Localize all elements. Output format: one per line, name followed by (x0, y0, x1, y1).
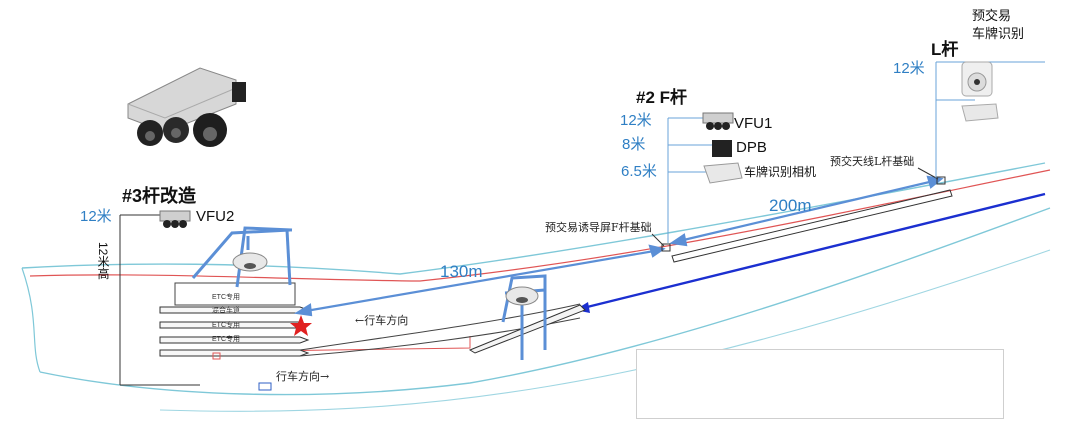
vfu2-camera-icon (159, 210, 191, 228)
screen-foundation-label: 预交易诱导屏F杆基础 (545, 221, 652, 234)
l-pole-plate-camera-icon (961, 103, 999, 122)
blank-panel (636, 349, 1004, 419)
pole-f-title: #2 F杆 (636, 88, 688, 107)
dpb-box-icon (712, 140, 732, 157)
pole-3-title: #3杆改造 (122, 186, 197, 206)
distance-130m-label: 130m (440, 262, 483, 281)
location-star-icon (290, 315, 312, 336)
pole-l-device-label: 预交易 车牌识别 (972, 8, 1025, 42)
pole-f-lines (667, 117, 712, 243)
pole-f-height-6-5: 6.5米 (621, 163, 657, 180)
road-outline-upper (21, 162, 1046, 275)
vfu1-camera-icon (702, 112, 734, 130)
pole-f-device-vfu1: VFU1 (734, 115, 773, 132)
direction-lower-label: 行车方向→ (276, 370, 330, 383)
foundation-markers (651, 167, 953, 263)
toll-lanes (159, 282, 586, 357)
pole-f-device-plate-camera: 车牌识别相机 (744, 165, 817, 179)
lane-label: ETC专用 (212, 292, 240, 301)
red-marker (212, 352, 221, 360)
road-outline-lower (39, 207, 1051, 396)
distance-200m-label: 200m (769, 196, 812, 215)
pole-3-tall-label: 12米高 (96, 242, 110, 280)
l-pole-dome-camera-icon (961, 61, 993, 97)
red-boundary-line (29, 169, 1051, 282)
road-outline-bottom (159, 249, 1051, 412)
pole-3-device-label: VFU2 (196, 208, 235, 225)
pole-f-height-8: 8米 (622, 136, 646, 153)
road-edge-left (21, 267, 41, 373)
plate-camera-icon (703, 162, 743, 184)
antenna-foundation-label: 预交天线L杆基础 (830, 155, 915, 168)
pole-3-height-label: 12米 (80, 208, 112, 225)
pole-3-frame (119, 214, 272, 391)
pole-f-height-12: 12米 (620, 112, 652, 129)
direction-upper-label: ←行车方向 (355, 314, 409, 327)
distance-arrow-130m (293, 244, 666, 317)
lane-label: 混合车道 (212, 305, 240, 314)
dome-camera-icon (505, 286, 539, 306)
pole-f-device-dpb: DPB (736, 139, 767, 156)
triple-camera-unit-icon (127, 67, 246, 147)
dome-camera-icon (232, 252, 268, 272)
lane-label: ETC专用 (212, 334, 240, 343)
pole-l-title: L杆 (931, 40, 959, 59)
pole-l-height-label: 12米 (893, 60, 925, 77)
blue-lane-line (574, 192, 1046, 312)
lane-label: ETC专用 (212, 320, 240, 329)
pole-l-lines (935, 61, 1045, 178)
distance-arrow-200m (668, 175, 944, 247)
